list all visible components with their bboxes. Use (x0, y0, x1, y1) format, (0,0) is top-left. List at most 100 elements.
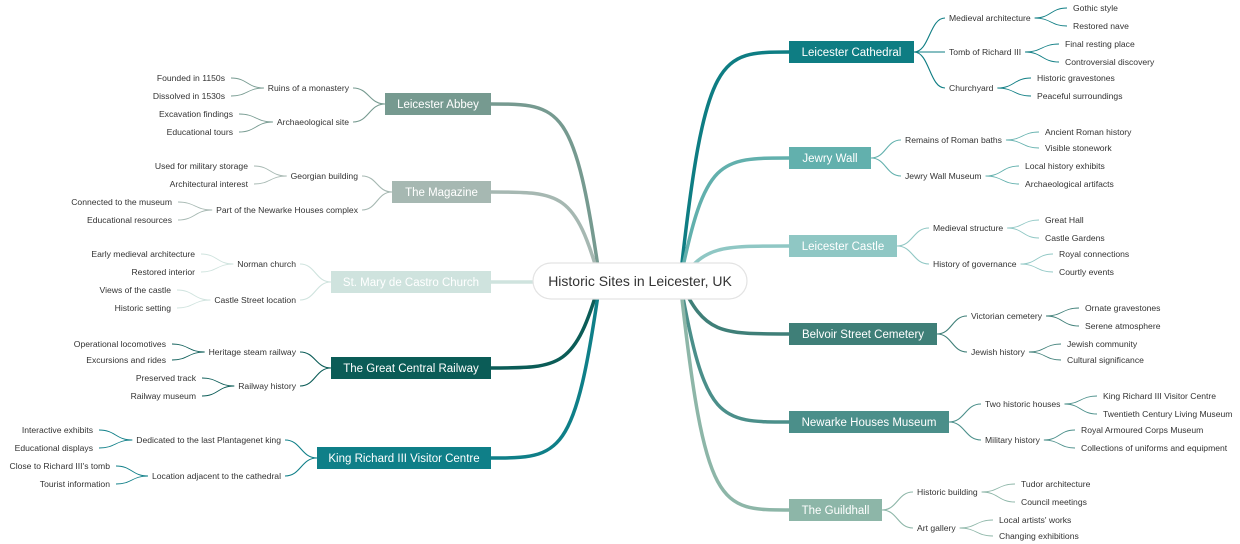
leaf-topic[interactable]: Excursions and rides (86, 355, 166, 365)
leaf-topic[interactable]: Gothic style (1073, 3, 1118, 13)
connector-lines (98, 7, 1098, 537)
leaf-connector (200, 263, 234, 273)
leaf-topic[interactable]: Preserved track (136, 373, 197, 383)
branch-node[interactable]: Newarke Houses Museum (789, 411, 949, 433)
sub-topic[interactable]: Two historic houses (985, 399, 1060, 409)
leaf-topic[interactable]: Railway museum (131, 391, 196, 401)
sub-topic[interactable]: Jewish history (971, 347, 1026, 357)
sub-topic[interactable]: Military history (985, 435, 1041, 445)
leaf-connector (1020, 263, 1054, 273)
leaf-topic[interactable]: Archaeological artifacts (1025, 179, 1114, 189)
sub-topic[interactable]: Part of the Newarke Houses complex (216, 205, 359, 215)
leaf-topic[interactable]: Connected to the museum (71, 197, 172, 207)
leaf-connector (201, 377, 235, 387)
branch-node[interactable]: Leicester Abbey (385, 93, 491, 115)
leaf-topic[interactable]: Final resting place (1065, 39, 1135, 49)
leaf-topic[interactable]: Courtly events (1059, 267, 1114, 277)
branch-node-box (392, 181, 491, 203)
leaf-topic[interactable]: Tudor architecture (1021, 479, 1091, 489)
branch-node[interactable]: Leicester Castle (789, 235, 897, 257)
branch-node[interactable]: The Guildhall (789, 499, 882, 521)
sub-topic[interactable]: Heritage steam railway (209, 347, 297, 357)
leaf-topic[interactable]: King Richard III Visitor Centre (1103, 391, 1216, 401)
leaf-topic[interactable]: Castle Gardens (1045, 233, 1105, 243)
sub-connector (284, 457, 318, 477)
sub-topic[interactable]: Georgian building (291, 171, 359, 181)
leaf-topic[interactable]: Tourist information (40, 479, 110, 489)
leaf-topic[interactable]: Interactive exhibits (22, 425, 93, 435)
leaf-topic[interactable]: Architectural interest (170, 179, 249, 189)
sub-topic[interactable]: Medieval architecture (949, 13, 1031, 23)
leaf-connector (981, 483, 1016, 493)
leaf-topic[interactable]: Ancient Roman history (1045, 127, 1132, 137)
leaf-topic[interactable]: Founded in 1150s (157, 73, 225, 83)
root-node[interactable]: Historic Sites in Leicester, UK (532, 262, 748, 300)
branch-node[interactable]: St. Mary de Castro Church (331, 271, 491, 293)
leaf-connector (115, 465, 149, 477)
leaf-topic[interactable]: Collections of uniforms and equipment (1081, 443, 1228, 453)
branch-node[interactable]: Leicester Cathedral (789, 41, 914, 63)
sub-topic[interactable]: Remains of Roman baths (905, 135, 1002, 145)
leaf-topic[interactable]: Educational tours (167, 127, 233, 137)
branch-connector (489, 279, 602, 370)
leaf-connector (959, 519, 994, 529)
leaf-topic[interactable]: Historic gravestones (1037, 73, 1115, 83)
leaf-topic[interactable]: Changing exhibitions (999, 531, 1079, 541)
sub-topic[interactable]: Ruins of a monastery (268, 83, 350, 93)
leaf-topic[interactable]: Royal Armoured Corps Museum (1081, 425, 1203, 435)
leaf-topic[interactable]: Royal connections (1059, 249, 1129, 259)
branch-connector (489, 102, 602, 283)
sub-topic[interactable]: Medieval structure (933, 223, 1003, 233)
leaf-topic[interactable]: Operational locomotives (74, 339, 166, 349)
sub-topic[interactable]: Railway history (238, 381, 296, 391)
leaf-topic[interactable]: Visible stonework (1045, 143, 1112, 153)
leaf-topic[interactable]: Excavation findings (159, 109, 233, 119)
leaf-connector (253, 175, 287, 185)
sub-topic[interactable]: Dedicated to the last Plantagenet king (136, 435, 281, 445)
branch-node-label: Leicester Cathedral (802, 47, 902, 59)
leaf-topic[interactable]: Peaceful surroundings (1037, 91, 1123, 101)
leaf-connector (230, 87, 264, 97)
leaf-connector (253, 165, 287, 177)
sub-topic[interactable]: Churchyard (949, 83, 994, 93)
leaf-topic[interactable]: Close to Richard III's tomb (9, 461, 110, 471)
branch-node-label: St. Mary de Castro Church (343, 277, 479, 289)
leaf-connector (1043, 439, 1076, 449)
leaf-topic[interactable]: Local history exhibits (1025, 161, 1105, 171)
leaf-topic[interactable]: Restored interior (131, 267, 195, 277)
sub-topic[interactable]: Victorian cemetery (971, 311, 1043, 321)
leaf-topic[interactable]: Controversial discovery (1065, 57, 1155, 67)
leaf-topic[interactable]: Dissolved in 1530s (153, 91, 225, 101)
sub-topic[interactable]: History of governance (933, 259, 1017, 269)
leaf-topic[interactable]: Views of the castle (100, 285, 172, 295)
branch-node[interactable]: Jewry Wall (789, 147, 871, 169)
leaf-topic[interactable]: Educational displays (15, 443, 93, 453)
leaf-topic[interactable]: Jewish community (1067, 339, 1138, 349)
sub-topic[interactable]: Historic building (917, 487, 978, 497)
sub-topic[interactable]: Art gallery (917, 523, 956, 533)
leaf-topic[interactable]: Twentieth Century Living Museum (1103, 409, 1232, 419)
sub-topic[interactable]: Castle Street location (214, 295, 296, 305)
sub-topic[interactable]: Jewry Wall Museum (905, 171, 982, 181)
sub-topic[interactable]: Location adjacent to the cathedral (152, 471, 281, 481)
leaf-topic[interactable]: Early medieval architecture (91, 249, 195, 259)
sub-topic[interactable]: Tomb of Richard III (949, 47, 1021, 57)
sub-topic[interactable]: Norman church (237, 259, 296, 269)
branch-node[interactable]: Belvoir Street Cemetery (789, 323, 937, 345)
leaf-topic[interactable]: Great Hall (1045, 215, 1084, 225)
leaf-connector (985, 165, 1020, 177)
branch-node[interactable]: The Great Central Railway (331, 357, 491, 379)
leaf-topic[interactable]: Serene atmosphere (1085, 321, 1161, 331)
leaf-topic[interactable]: Used for military storage (155, 161, 248, 171)
leaf-topic[interactable]: Restored nave (1073, 21, 1129, 31)
leaf-topic[interactable]: Ornate gravestones (1085, 303, 1160, 313)
leaf-topic[interactable]: Cultural significance (1067, 355, 1144, 365)
branch-node[interactable]: The Magazine (392, 181, 491, 203)
sub-topic[interactable]: Archaeological site (277, 117, 349, 127)
leaf-topic[interactable]: Historic setting (115, 303, 172, 313)
leaf-topic[interactable]: Educational resources (87, 215, 172, 225)
leaf-connector (1007, 219, 1040, 229)
leaf-topic[interactable]: Council meetings (1021, 497, 1087, 507)
branch-node[interactable]: King Richard III Visitor Centre (317, 447, 491, 469)
leaf-topic[interactable]: Local artists' works (999, 515, 1071, 525)
